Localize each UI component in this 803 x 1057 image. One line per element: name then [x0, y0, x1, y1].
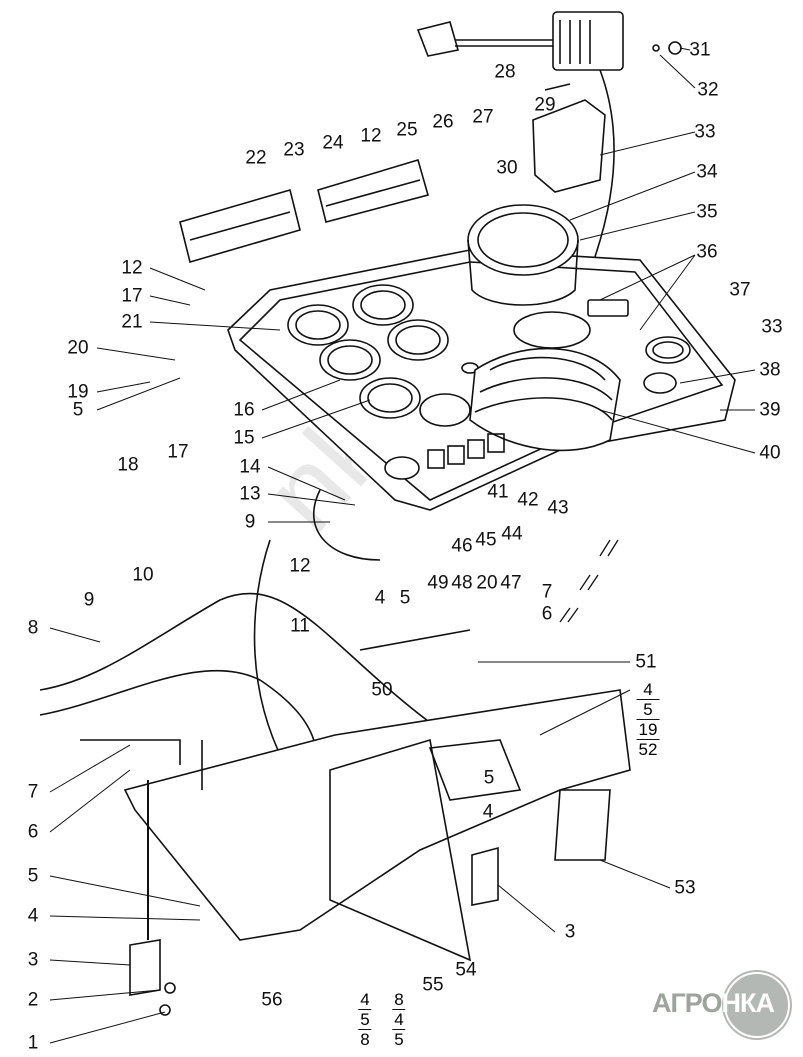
- callout-label: 41: [487, 481, 509, 503]
- callout-label: 51: [635, 651, 657, 673]
- callout-label: 21: [121, 311, 143, 333]
- callout-label: 1: [27, 1032, 39, 1054]
- callout-label: 4: [482, 801, 494, 823]
- callout-label: 11: [290, 615, 310, 637]
- callout-label: 24: [322, 132, 344, 154]
- callout-label: 7: [27, 781, 39, 803]
- callout-label: 39: [759, 399, 781, 421]
- callout-label: 5: [72, 399, 84, 421]
- callout-label: 33: [694, 121, 716, 143]
- callout-stack-item: 4: [358, 990, 372, 1010]
- callout-label: 6: [27, 821, 39, 843]
- callout-label: 13: [239, 483, 261, 505]
- callout-label: 48: [451, 572, 473, 594]
- callout-label: 27: [472, 106, 494, 128]
- callout-label: 37: [729, 279, 751, 301]
- callout-label: 20: [67, 337, 89, 359]
- callout-label: 49: [427, 572, 449, 594]
- callout-stack-item: 5: [394, 1030, 404, 1049]
- callout-label: 43: [547, 497, 569, 519]
- callout-label: 50: [371, 679, 393, 701]
- callout-label: 5: [399, 587, 411, 609]
- callout-label: 26: [432, 111, 454, 133]
- callout-stack-item: 4: [636, 680, 660, 700]
- callout-label: 6: [541, 603, 553, 625]
- brand-logo: АГРОНКА: [652, 970, 792, 1038]
- callout-label: 4: [27, 905, 39, 927]
- speedometer: [467, 204, 579, 306]
- leader-lines: [49, 47, 756, 1044]
- callout-label: 25: [396, 119, 418, 141]
- callout-label: 5: [483, 767, 495, 789]
- warning-lamps: [587, 299, 691, 394]
- callout-label: 22: [245, 147, 267, 169]
- callout-label: 4: [374, 587, 386, 609]
- callout-label: 7: [541, 581, 553, 603]
- callout-label: 32: [697, 79, 719, 101]
- callout-stack-item: 4: [392, 1010, 406, 1030]
- callout-label: 3: [564, 921, 576, 943]
- callout-label: 15: [233, 427, 255, 449]
- callout-label: 28: [494, 61, 516, 83]
- logo-text-right: НКА: [721, 988, 774, 1018]
- callout-stack-item: 5: [636, 700, 660, 720]
- callout-label: 20: [476, 572, 498, 594]
- callout-label: 8: [27, 617, 39, 639]
- callout-label: 19: [67, 381, 89, 403]
- callout-label: 10: [132, 564, 154, 586]
- callout-stack-item: 8: [392, 990, 406, 1010]
- callout-label: 38: [759, 359, 781, 381]
- logo-text: АГРОНКА: [652, 988, 775, 1019]
- callout-label: 46: [451, 535, 473, 557]
- callout-label: 18: [117, 454, 139, 476]
- callout-label: 35: [696, 201, 718, 223]
- callout-stack-item: 19: [636, 720, 660, 740]
- callout-stack-item: 5: [358, 1010, 372, 1030]
- callout-label: 47: [500, 572, 522, 594]
- callout-label: 5: [27, 865, 39, 887]
- callout-label: 17: [121, 285, 143, 307]
- callout-label: 42: [517, 489, 539, 511]
- mounting-frame: [80, 689, 631, 962]
- callout-label: 12: [121, 257, 143, 279]
- callout-label: 54: [455, 959, 477, 981]
- small-gauges: [287, 284, 479, 427]
- callout-label: 12: [360, 125, 382, 147]
- callout-label: 55: [422, 974, 444, 996]
- callout-label: 44: [501, 523, 523, 545]
- switch-cover: [532, 99, 606, 193]
- callout-stack-item: 52: [638, 740, 658, 759]
- callout-stack-item: 8: [360, 1030, 370, 1049]
- callout-label: 56: [261, 989, 283, 1011]
- callout-label: 53: [674, 877, 696, 899]
- callout-label: 2: [27, 989, 39, 1011]
- rocker-switches: [384, 433, 505, 480]
- logo-circle: [724, 972, 790, 1038]
- callout-label: 30: [496, 157, 518, 179]
- callout-label: 34: [696, 161, 718, 183]
- brackets: [129, 740, 499, 1016]
- callout-label: 31: [689, 39, 711, 61]
- callout-label: 33: [761, 316, 783, 338]
- logo-text-left: АГРО: [652, 988, 722, 1018]
- callout-label: 3: [27, 949, 39, 971]
- callout-label: 17: [167, 441, 189, 463]
- callout-label: 9: [83, 589, 95, 611]
- callout-label: 16: [233, 399, 255, 421]
- callout-label: 23: [283, 139, 305, 161]
- gear-boot: [469, 311, 621, 452]
- indicator-blocks: [179, 159, 429, 264]
- callout-label: 14: [239, 456, 261, 478]
- dashed-arrows: [559, 539, 619, 623]
- callout-label: 45: [475, 529, 497, 551]
- callout-label: 29: [534, 94, 556, 116]
- callout-label: 9: [244, 511, 256, 533]
- callout-label: 12: [289, 555, 311, 577]
- callout-label: 40: [759, 442, 781, 464]
- callout-label: 36: [696, 241, 718, 263]
